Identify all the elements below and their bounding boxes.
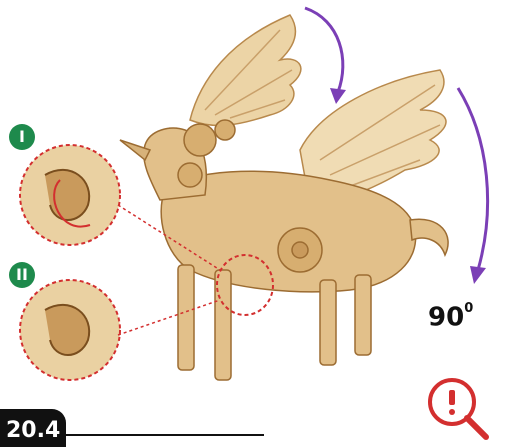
callout-badge-1: I	[9, 124, 35, 150]
step-number: 20.4	[0, 409, 66, 447]
step-divider	[66, 434, 264, 436]
callout-detail-1	[20, 145, 120, 245]
callout-detail-2	[20, 280, 120, 380]
magnifier-warning-icon	[430, 380, 486, 437]
rotation-angle-label: 900	[428, 300, 473, 331]
back-wing	[190, 15, 301, 125]
callout-badge-2: II	[9, 262, 35, 288]
angle-unit: 0	[464, 301, 473, 316]
angle-value: 90	[428, 303, 464, 333]
